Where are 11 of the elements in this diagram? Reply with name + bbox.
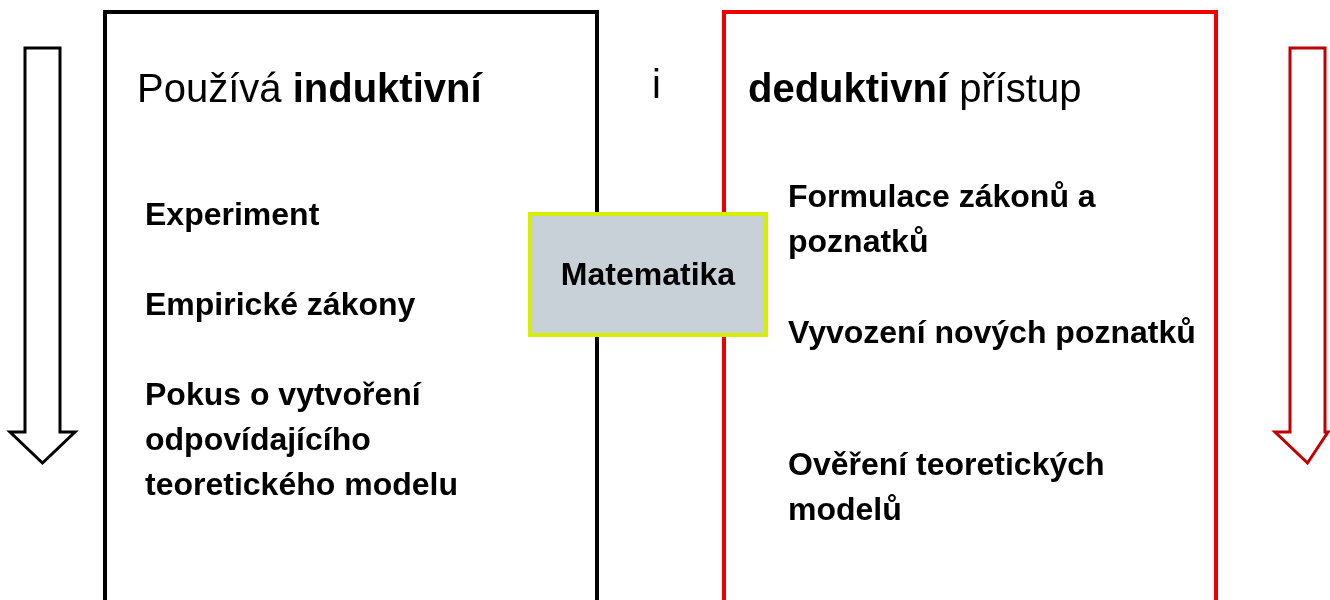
list-item: Experiment xyxy=(145,195,321,234)
highlight-box xyxy=(528,212,768,337)
box-label: Matematika xyxy=(560,256,736,293)
list-item: Empirické zákony xyxy=(145,285,417,324)
panel-heading: deduktivní přístup xyxy=(748,66,1082,111)
list-item: Pokus o vytvoření odpovídajícího teoretického modelu xyxy=(145,375,459,504)
list-item: Formulace zákonů a poznatků xyxy=(788,177,1097,261)
connector-word: i xyxy=(652,62,661,107)
list-item: Ověření teoretických modelů xyxy=(788,445,1106,529)
list-item: Vyvození nových poznatků xyxy=(788,313,1197,352)
panel-heading: Používá induktivní xyxy=(137,66,482,111)
